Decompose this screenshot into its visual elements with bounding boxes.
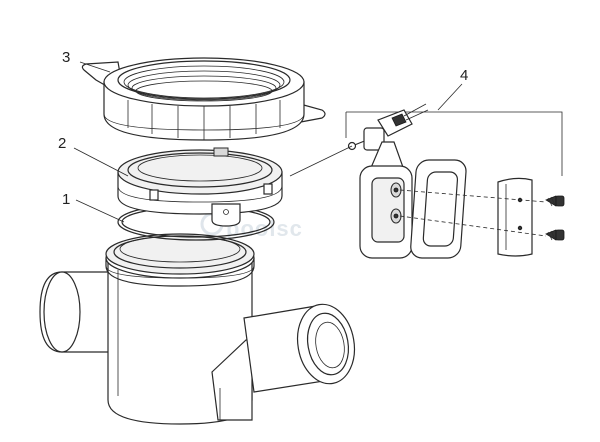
callout-4: 4 [460,67,468,84]
callout-3: 3 [62,49,70,66]
screw-upper [545,195,565,207]
union-nut [81,57,326,141]
callout-2: 2 [58,135,66,152]
sensor-assembly [345,103,565,259]
screw-lower [545,229,565,241]
leader-lines [73,61,463,223]
valve-housing [39,233,356,425]
cartridge-assembly [117,147,283,227]
callout-1: 1 [62,191,70,208]
